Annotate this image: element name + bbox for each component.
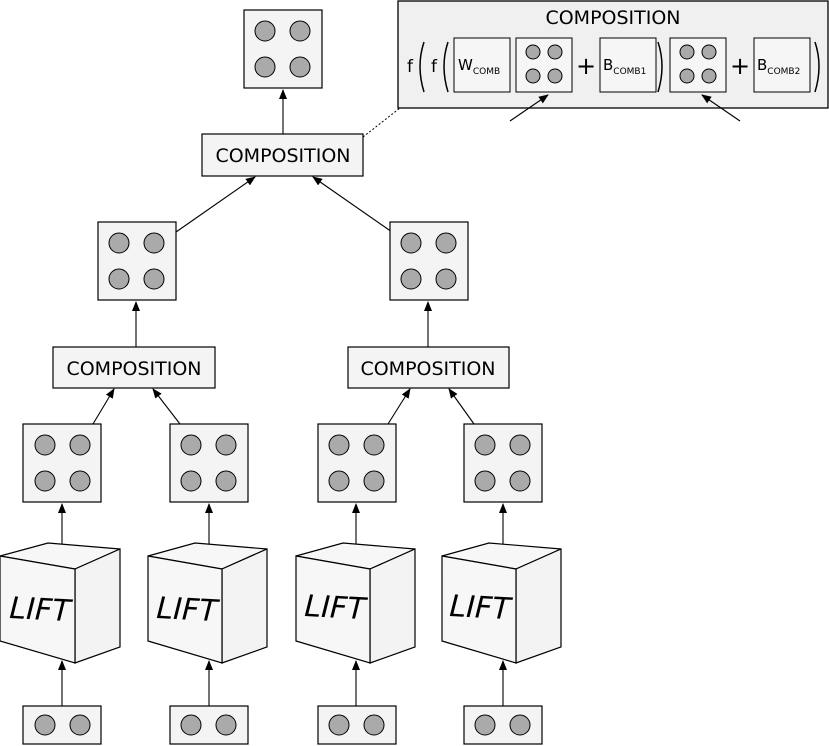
composition-label: COMPOSITION [215, 145, 350, 167]
node-unit [679, 68, 695, 84]
plus-sign-2: + [730, 52, 750, 80]
leaf-vector-4 [463, 423, 543, 503]
node-unit [474, 434, 496, 456]
node-unit [547, 68, 563, 84]
input-vector-4 [463, 705, 543, 745]
node-unit [509, 470, 531, 492]
node-unit [180, 714, 202, 736]
node-unit [328, 470, 350, 492]
arrow-leaf4-to-comp [448, 388, 475, 425]
leaf-vector-3 [317, 423, 397, 503]
b-comb1-bias [599, 37, 657, 93]
node-unit [180, 470, 202, 492]
node-unit [701, 68, 717, 84]
composition-label: COMPOSITION [360, 358, 495, 380]
mid-vector-left [97, 221, 177, 301]
arrow-leaf3-to-comp [387, 388, 411, 425]
arrow-leaf1-to-comp [92, 388, 115, 425]
input-vector-2 [169, 705, 249, 745]
node-unit [34, 714, 56, 736]
root-output-vector [243, 9, 323, 89]
node-unit [679, 44, 695, 60]
plus-sign-1: + [576, 52, 596, 80]
node-unit [525, 44, 541, 60]
lift-cube-4: LIFT [441, 542, 562, 664]
arrow-mid-left-to-root [175, 176, 256, 233]
lift-cube-3: LIFT [295, 542, 416, 664]
node-unit [108, 268, 130, 290]
node-unit [435, 268, 457, 290]
w-comb-matrix [453, 37, 511, 93]
node-unit [701, 44, 717, 60]
lift-label: LIFT [304, 589, 370, 627]
node-unit [474, 714, 496, 736]
leaf-vector-1 [22, 423, 102, 503]
node-unit [254, 56, 276, 78]
paren-open-inner [443, 41, 449, 93]
lift-label: LIFT [9, 591, 75, 629]
f-outer-label: f [407, 57, 414, 77]
b-comb2-bias [753, 37, 811, 93]
lift-label: LIFT [449, 589, 515, 627]
node-unit [69, 714, 91, 736]
node-unit [400, 268, 422, 290]
arrow-leaf2-to-comp [152, 388, 181, 425]
f-inner-label: f [431, 57, 438, 77]
node-unit [525, 68, 541, 84]
node-unit [363, 714, 385, 736]
input-vector-1 [22, 705, 102, 745]
node-unit [180, 434, 202, 456]
composition-formula-inset: COMPOSITION f f WCOMB + BCOMB1 + BCOMB2 [397, 0, 829, 122]
inset-connector [362, 107, 401, 138]
inset-arrow-right [701, 94, 741, 122]
mid-vector-right [389, 221, 469, 301]
arrow-mid-right-to-root [312, 176, 393, 233]
node-unit [215, 434, 237, 456]
node-unit [509, 434, 531, 456]
inset-vector-1 [515, 37, 573, 93]
composition-label: COMPOSITION [66, 358, 201, 380]
node-unit [547, 44, 563, 60]
node-unit [215, 714, 237, 736]
node-unit [328, 714, 350, 736]
composition-node-left: COMPOSITION [52, 346, 216, 389]
node-unit [143, 268, 165, 290]
node-unit [509, 714, 531, 736]
node-unit [474, 470, 496, 492]
input-vector-3 [317, 705, 397, 745]
node-unit [400, 232, 422, 254]
composition-node-root: COMPOSITION [201, 133, 364, 177]
node-unit [289, 56, 311, 78]
paren-open-outer [419, 41, 425, 93]
b-comb2-label: BCOMB2 [757, 56, 800, 77]
node-unit [363, 434, 385, 456]
leaf-vector-2 [169, 423, 249, 503]
node-unit [215, 470, 237, 492]
paren-close-outer [814, 41, 820, 93]
paren-close-inner [657, 41, 663, 93]
lift-cube-2: LIFT [147, 542, 268, 664]
w-comb-label: WCOMB [458, 56, 500, 77]
node-unit [69, 470, 91, 492]
inset-title: COMPOSITION [545, 7, 680, 29]
node-unit [289, 20, 311, 42]
node-unit [328, 434, 350, 456]
lift-cube-1: LIFT [0, 542, 121, 664]
inset-arrow-left [509, 94, 549, 122]
node-unit [108, 232, 130, 254]
node-unit [34, 470, 56, 492]
inset-vector-2 [669, 37, 727, 93]
node-unit [143, 232, 165, 254]
node-unit [34, 434, 56, 456]
node-unit [363, 470, 385, 492]
lift-label: LIFT [156, 591, 222, 629]
node-unit [435, 232, 457, 254]
node-unit [254, 20, 276, 42]
composition-node-right: COMPOSITION [347, 346, 510, 389]
b-comb1-label: BCOMB1 [603, 56, 646, 77]
node-unit [69, 434, 91, 456]
